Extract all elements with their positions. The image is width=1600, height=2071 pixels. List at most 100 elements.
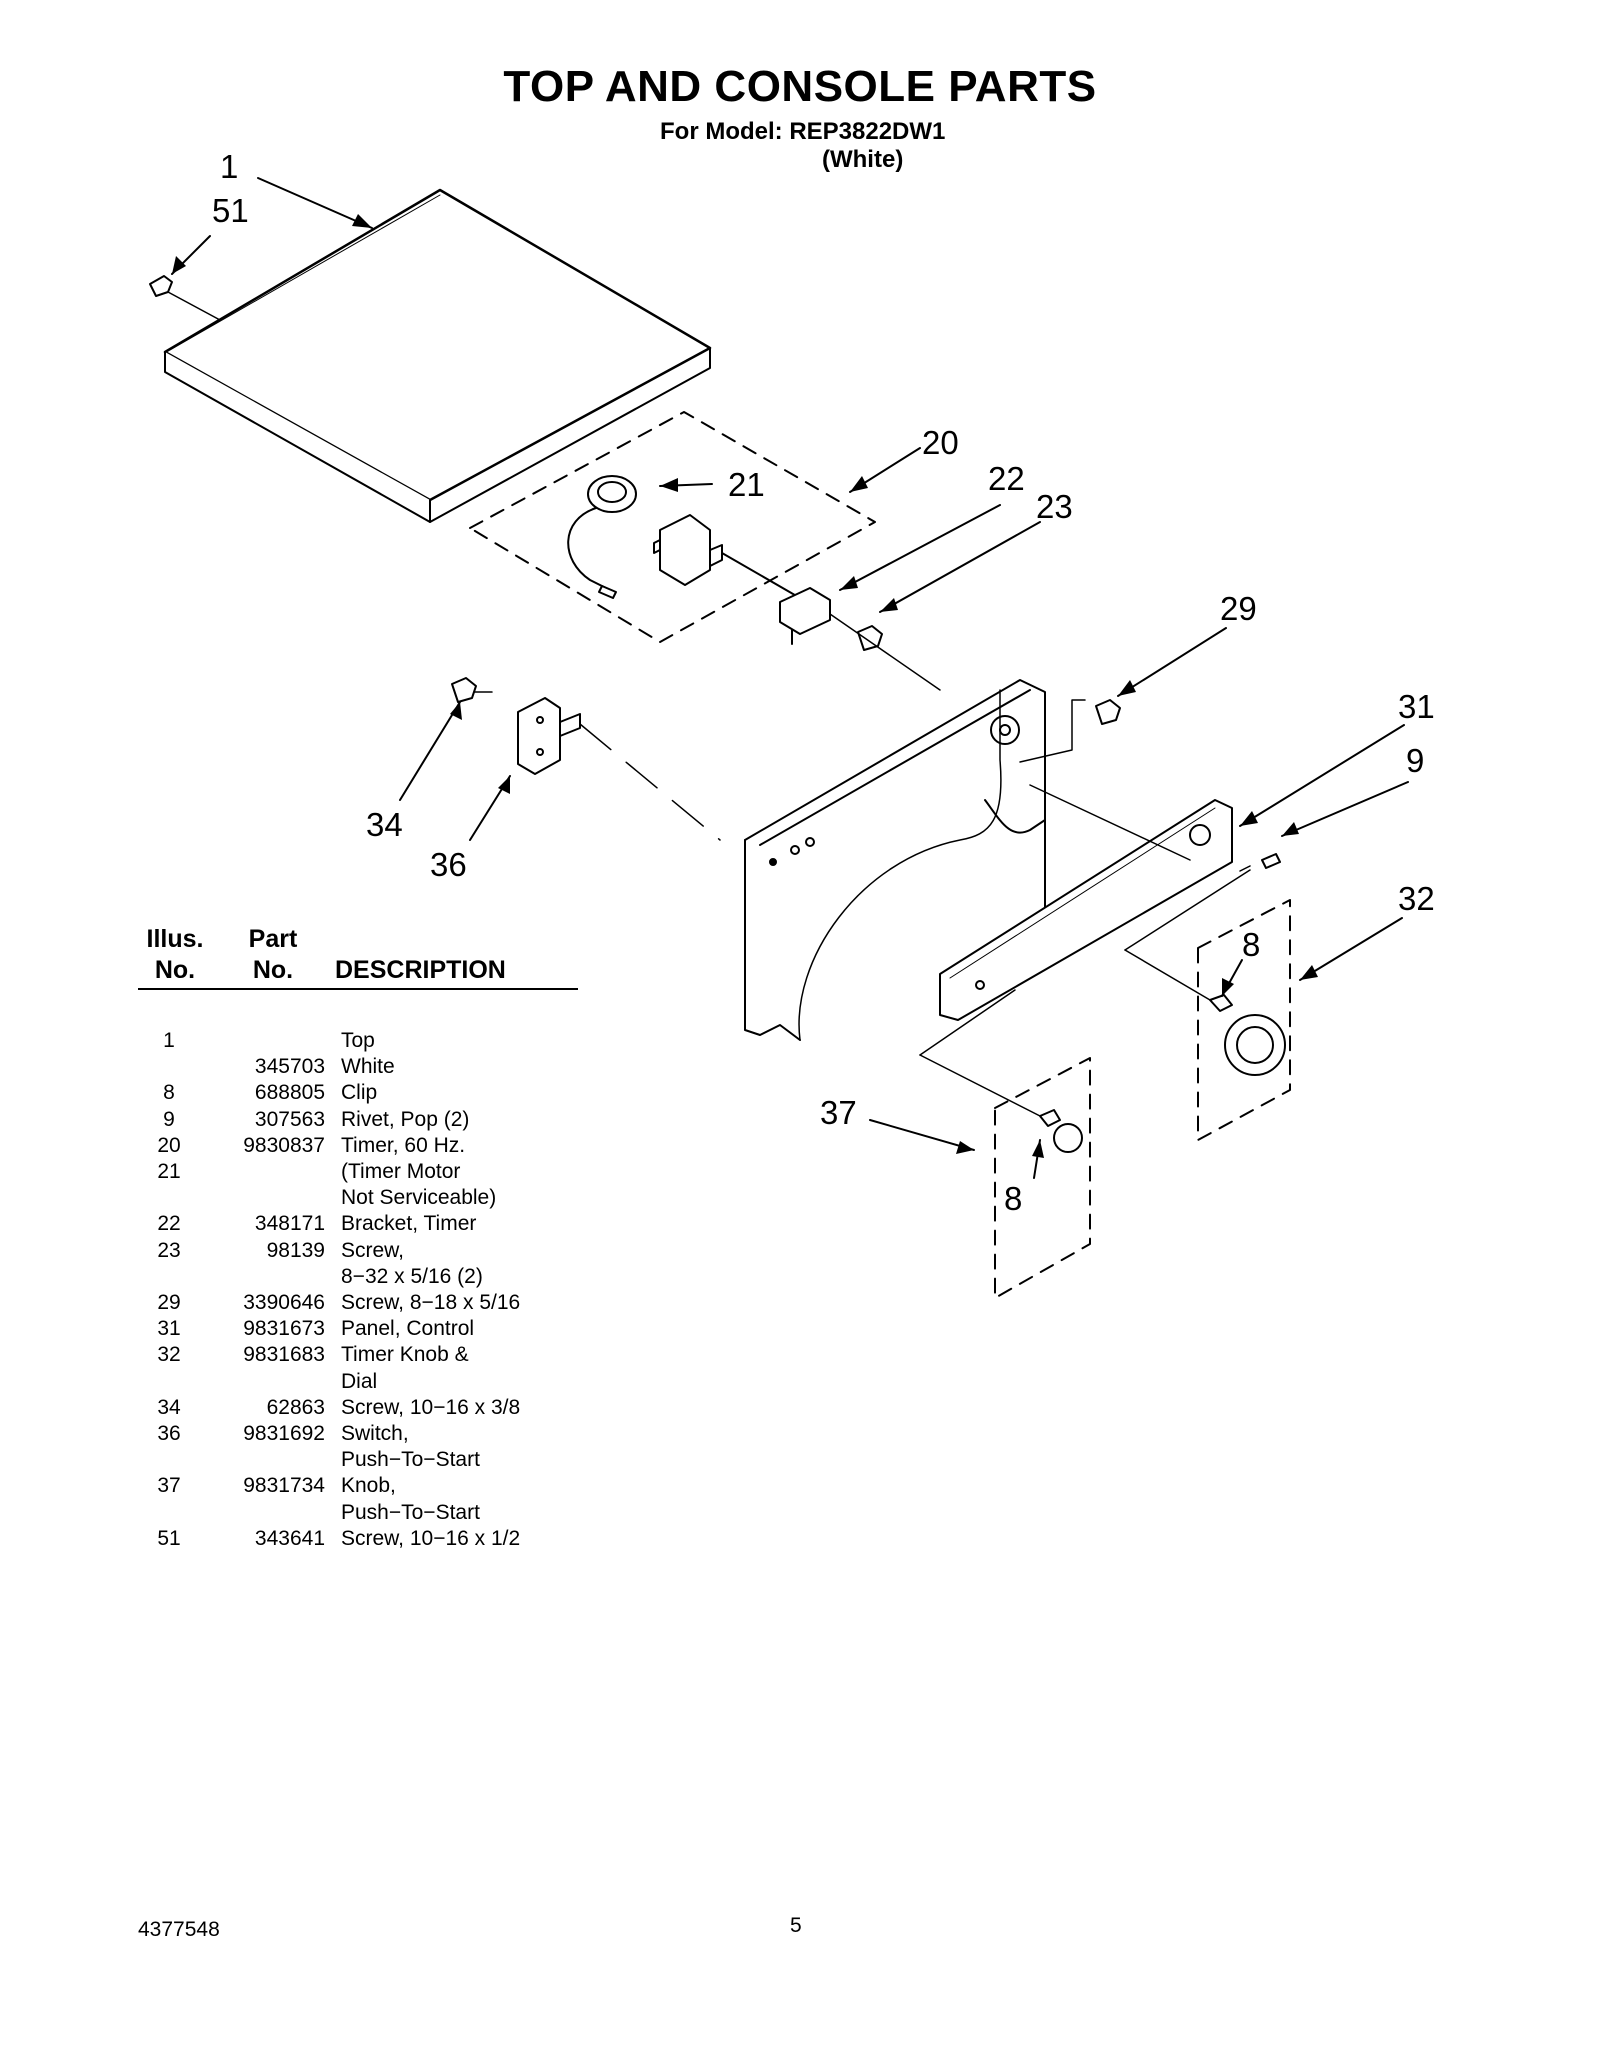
callout-22: 22 bbox=[988, 460, 1025, 497]
illus-no-cell: 32 bbox=[157, 1343, 181, 1367]
illus-no-cell: 21 bbox=[157, 1160, 181, 1184]
header-illus-line1: Illus. bbox=[146, 925, 204, 953]
description-cell: Bracket, Timer bbox=[341, 1212, 477, 1236]
illus-no-cell: 8 bbox=[163, 1081, 175, 1105]
part-no-cell bbox=[200, 1159, 325, 1185]
description-cell: 8−32 x 5/16 (2) bbox=[341, 1264, 483, 1288]
header-description: DESCRIPTION bbox=[335, 956, 506, 984]
description-cell: Push−To−Start bbox=[341, 1500, 480, 1524]
table-row: Push−To−Start bbox=[138, 1500, 578, 1526]
description-cell: Screw, 10−16 x 1/2 bbox=[341, 1526, 521, 1550]
description-cell: Screw, 8−18 x 5/16 bbox=[341, 1291, 521, 1315]
callout-34: 34 bbox=[366, 806, 403, 843]
callout-9: 9 bbox=[1406, 742, 1424, 779]
part-no-cell bbox=[200, 1447, 325, 1473]
callout-leaders bbox=[171, 177, 1409, 1179]
description-cell: Not Serviceable) bbox=[341, 1186, 497, 1210]
page-number: 5 bbox=[790, 1914, 802, 1937]
description-cell: Knob, bbox=[341, 1474, 396, 1498]
part-no-cell: 9830837 bbox=[243, 1133, 325, 1157]
part-no-cell bbox=[200, 1185, 325, 1211]
callout-arrowheads bbox=[172, 214, 1318, 1158]
callout-31: 31 bbox=[1398, 688, 1435, 725]
illus-no-cell: 1 bbox=[163, 1029, 175, 1052]
part-no-cell: 9831683 bbox=[243, 1343, 325, 1367]
page-title: TOP AND CONSOLE PARTS bbox=[503, 62, 1097, 111]
description-cell: Panel, Control bbox=[341, 1317, 475, 1341]
screw-51-part bbox=[149, 275, 221, 321]
doc-number: 4377548 bbox=[138, 1918, 220, 1941]
illus-no-cell: 37 bbox=[157, 1474, 181, 1498]
description-cell: Rivet, Pop (2) bbox=[341, 1107, 470, 1131]
description-cell: Push−To−Start bbox=[341, 1448, 480, 1472]
screw-29-part bbox=[1019, 699, 1121, 763]
illus-no-cell: 31 bbox=[157, 1317, 181, 1341]
switch-part bbox=[517, 697, 721, 841]
top-panel bbox=[163, 188, 712, 523]
part-no-cell bbox=[200, 1264, 325, 1290]
table-row: 22 348171 Bracket, Timer bbox=[138, 1211, 578, 1237]
callout-37: 37 bbox=[820, 1094, 857, 1131]
color-line: (White) bbox=[822, 146, 904, 173]
parts-table-header: Illus. No. Part No. DESCRIPTION bbox=[138, 920, 578, 990]
illus-no-cell bbox=[138, 1264, 200, 1290]
callout-1: 1 bbox=[220, 148, 238, 185]
timer-dashed-box bbox=[469, 411, 876, 643]
header-illus-no: Illus. No. bbox=[140, 924, 210, 986]
part-no-cell bbox=[200, 1028, 325, 1054]
description-cell: Screw, bbox=[341, 1238, 405, 1262]
timer-body bbox=[653, 514, 801, 599]
part-no-cell bbox=[200, 1369, 325, 1395]
illus-no-cell bbox=[138, 1369, 200, 1395]
illus-no-cell bbox=[138, 1500, 200, 1526]
table-row: Push−To−Start bbox=[138, 1447, 578, 1473]
callout-36: 36 bbox=[430, 846, 467, 883]
illus-no-cell: 34 bbox=[157, 1395, 181, 1419]
timer-bracket bbox=[779, 587, 831, 645]
part-no-cell: 62863 bbox=[266, 1395, 325, 1419]
table-row: 51 343641 Screw, 10−16 x 1/2 bbox=[138, 1526, 578, 1552]
control-panel bbox=[939, 784, 1233, 1021]
illus-no-cell bbox=[138, 1447, 200, 1473]
header-part-no: Part No. bbox=[238, 924, 308, 986]
illus-no-cell: 22 bbox=[157, 1212, 181, 1236]
part-no-cell: 307563 bbox=[254, 1107, 325, 1131]
callout-51: 51 bbox=[212, 192, 249, 229]
part-no-cell: 348171 bbox=[254, 1212, 325, 1236]
description-cell: Timer Knob & bbox=[341, 1343, 469, 1367]
screw-34-part bbox=[451, 677, 493, 703]
illus-no-cell: 9 bbox=[163, 1107, 175, 1131]
header-illus-line2: No. bbox=[154, 956, 196, 984]
timer-motor bbox=[567, 475, 637, 599]
illus-no-cell bbox=[138, 1185, 200, 1211]
description-cell: Top bbox=[341, 1029, 375, 1052]
part-no-cell: 9831692 bbox=[243, 1422, 325, 1446]
table-row: 1 Top bbox=[138, 1028, 578, 1054]
model-line: For Model: REP3822DW1 bbox=[660, 118, 946, 145]
timer-screw bbox=[829, 613, 941, 691]
illus-no-cell: 51 bbox=[157, 1526, 181, 1550]
timer-knob-dashed-box bbox=[1197, 899, 1291, 1141]
callout-32: 32 bbox=[1398, 880, 1435, 917]
part-no-cell: 343641 bbox=[254, 1526, 325, 1550]
description-cell: Timer, 60 Hz. bbox=[341, 1133, 466, 1157]
table-row: Not Serviceable) bbox=[138, 1185, 578, 1211]
description-cell: Clip bbox=[341, 1081, 378, 1105]
header-part-line1: Part bbox=[248, 925, 298, 953]
description-cell: Dial bbox=[341, 1369, 378, 1393]
illus-no-cell bbox=[138, 1054, 200, 1080]
table-row: 8−32 x 5/16 (2) bbox=[138, 1264, 578, 1290]
rivet-part bbox=[1239, 853, 1281, 872]
part-no-cell bbox=[200, 1500, 325, 1526]
